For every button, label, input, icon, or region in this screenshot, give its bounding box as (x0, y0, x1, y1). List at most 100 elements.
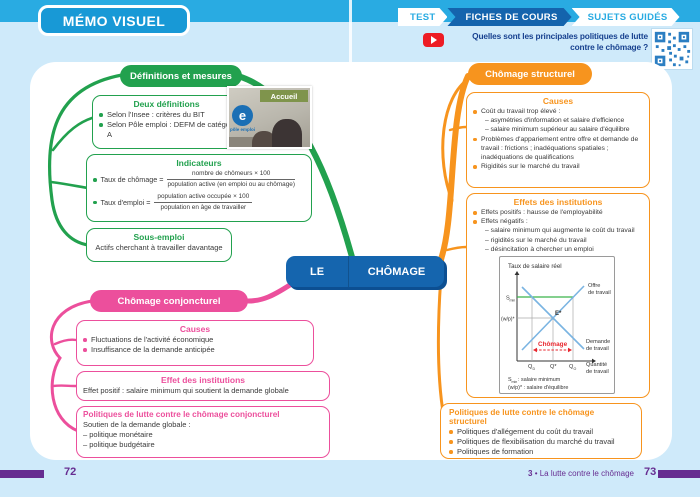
tab-sujets-label: SUJETS GUIDÉS (587, 11, 668, 23)
bullet (473, 110, 477, 114)
person-silhouette (272, 119, 302, 147)
list-item: Fluctuations de l'activité économique (83, 335, 307, 345)
graph-legend1-rest: : salaire minimum (518, 377, 561, 383)
formula-row: Taux d'emploi = population active occupé… (93, 193, 305, 213)
list-item: Effets positifs : hausse de l'employabil… (473, 208, 643, 217)
graph-equilibrium-label: E* (555, 311, 562, 317)
bullet (473, 220, 477, 224)
labour-market-chart: Taux de salaire réel Chômage E* S mi (501, 263, 611, 391)
struct-inst-2a: – salaire minimum qui augmente le coût d… (485, 227, 635, 235)
graph-wp-label: (w/p)* (501, 317, 515, 323)
struct-causes-title: Causes (542, 96, 574, 106)
struct-institutions-title: Effets des institutions (513, 197, 603, 207)
node-word-chomage: CHÔMAGE (348, 256, 444, 287)
struct-inst-2b: – rigidités sur le marché du travail (485, 236, 587, 244)
denominator: population active (en emploi ou au chôma… (167, 181, 295, 189)
struct-politiques-title: Politiques de lutte contre le chômage st… (449, 408, 595, 426)
fraction: nombre de chômeurs × 100 population acti… (167, 170, 295, 190)
footer-bar-right (658, 470, 700, 478)
struct-politique-1: Politiques d'allégement du coût du trava… (457, 427, 594, 436)
bullet (449, 440, 453, 444)
list-item: Insuffisance de la demande anticipée (83, 345, 307, 355)
box-indicateurs: Indicateurs Taux de chômage = nombre de … (86, 154, 312, 222)
logo-caption: pôle emploi (230, 127, 256, 132)
conj-institutions-title: Effet des institutions (160, 375, 246, 385)
video-play-icon (423, 33, 444, 47)
branch-definitions-title: Définitions et mesures (120, 65, 242, 87)
box-conjoncturel-causes: Causes Fluctuations de l'activité économ… (76, 320, 314, 366)
sous-emploi-text: Actifs cherchant à travailler davantage (95, 243, 223, 252)
numerator: nombre de chômeurs × 100 (167, 170, 295, 181)
fraction: population active occupée × 100 populati… (154, 193, 253, 213)
nav-tabs: TEST FICHES DE COURS SUJETS GUIDÉS (398, 8, 680, 26)
graph-qo-base: Q (569, 364, 574, 370)
graph-legend1-sub: min (512, 380, 518, 384)
indicateurs-title: Indicateurs (176, 158, 222, 168)
question-line-2: contre le chômage ? (570, 42, 648, 53)
bullet (93, 178, 97, 182)
list-item: Rigidités sur le marché du travail (473, 162, 643, 171)
deux-def-item-1: Selon l'Insee : critères du BIT (107, 110, 205, 119)
page-number-right: 73 (644, 466, 657, 478)
conj-cause-2: Insuffisance de la demande anticipée (91, 345, 215, 355)
tab-sujets-guides[interactable]: SUJETS GUIDÉS (572, 8, 680, 26)
bullet (473, 211, 477, 215)
question-line-1: Quelles sont les principales politiques … (472, 31, 648, 41)
struct-cause-1: Coût du travail trop élevé : (481, 108, 561, 115)
list-item: Politiques de formation (449, 447, 633, 457)
bullet (449, 430, 453, 434)
formula-row: Taux de chômage = nombre de chômeurs × 1… (93, 170, 305, 190)
tab-test[interactable]: TEST (398, 8, 447, 26)
conj-politique-2: – politique budgétaire (83, 440, 155, 450)
graph-smin-base: S (506, 296, 510, 302)
bullet (99, 123, 103, 127)
branch-conjoncturel-title: Chômage conjoncturel (90, 290, 248, 312)
struct-inst-1: Effets positifs : hausse de l'employabil… (481, 209, 603, 216)
video-question: Quelles sont les principales politiques … (448, 31, 648, 53)
box-sous-emploi: Sous-emploi Actifs cherchant à travaille… (86, 228, 232, 262)
graph-legend2: (w/p)* : salaire d'équilibre (508, 385, 568, 391)
chapter-title: • La lutte contre le chômage (532, 469, 634, 478)
graph-legend1-base: S (508, 377, 512, 383)
list-item: Politiques d'allégement du coût du trava… (449, 427, 633, 437)
graph-demande-line2: de travail (586, 346, 609, 352)
graph-smin-sub: min (510, 299, 516, 303)
box-conjoncturel-politiques: Politiques de lutte contre le chômage co… (76, 406, 330, 458)
branch-structurel-title: Chômage structurel (468, 63, 592, 85)
graph-qd-sub: D (533, 367, 536, 371)
struct-cause-2: Problèmes d'appariement entre offre et d… (481, 135, 639, 161)
bullet (473, 165, 477, 169)
graph-offre-line1: Offre (588, 283, 600, 289)
denominator: population en âge de travailler (160, 203, 247, 211)
footer-bar-left (0, 470, 44, 478)
page-number-left: 72 (64, 466, 77, 478)
pole-emploi-logo: e (232, 105, 253, 126)
bullet (99, 113, 103, 117)
bullet (473, 137, 477, 142)
graph-xlabel-line2: de travail (586, 369, 609, 375)
list-item: Coût du travail trop élevé : (473, 107, 643, 116)
tab-fiches-de-cours[interactable]: FICHES DE COURS (447, 8, 571, 26)
chapter-number: 3 (528, 469, 533, 478)
sous-emploi-title: Sous-emploi (133, 232, 185, 242)
conj-politiques-intro: Soutien de la demande globale : (83, 420, 191, 429)
graph-demande-line1: Demande (586, 339, 610, 345)
conj-politiques-title: Politiques de lutte contre le chômage co… (83, 410, 280, 419)
memo-visuel-label: MÉMO VISUEL (62, 12, 166, 29)
labour-market-graph: Taux de salaire réel Chômage E* S mi (499, 256, 615, 394)
struct-inst-2: Effets négatifs : (481, 218, 528, 226)
list-item: Problèmes d'appariement entre offre et d… (473, 135, 643, 163)
page-gutter (349, 0, 352, 62)
struct-cause-3: Rigidités sur le marché du travail (481, 163, 580, 171)
conj-causes-title: Causes (179, 324, 211, 334)
box-structurel-politiques: Politiques de lutte contre le chômage st… (440, 403, 642, 459)
memo-visuel-tab: MÉMO VISUEL (38, 5, 190, 36)
list-item: Effets négatifs : (473, 217, 643, 226)
struct-inst-2c: – désincitation à chercher un emploi (485, 245, 594, 253)
graph-qd-base: Q (528, 364, 533, 370)
pole-emploi-photo: Accueil e pôle emploi (227, 86, 312, 149)
formula-label: Taux de chômage = (100, 175, 164, 185)
struct-politique-3: Politiques de formation (457, 447, 534, 457)
bullet (93, 200, 97, 205)
